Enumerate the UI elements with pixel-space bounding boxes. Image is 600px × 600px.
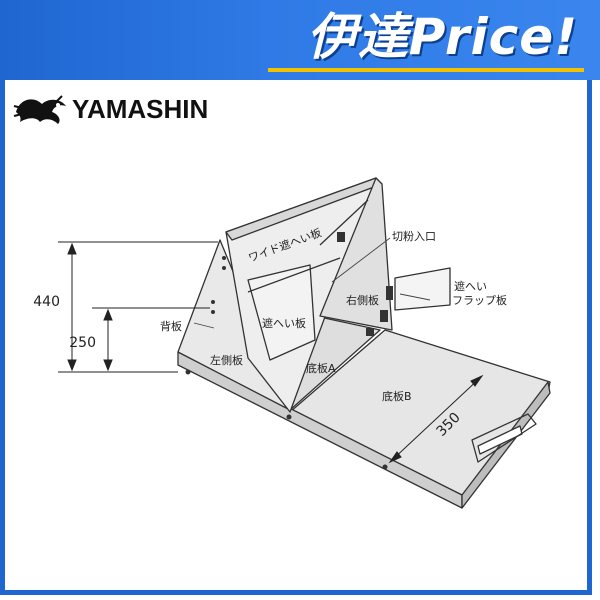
label-cut-inlet: 切粉入口 [392, 230, 436, 243]
inner-board [247, 264, 316, 361]
label-left-side: 左側板 [210, 353, 243, 367]
dim-height-total: 440 [33, 294, 60, 310]
label-back-plate: 背板 [160, 319, 182, 333]
label-bottom-a: 底板A [306, 361, 336, 375]
shield-flap-plate [394, 267, 451, 311]
right-side-plate [319, 177, 393, 331]
banner-title: 伊達Price! [306, 8, 578, 66]
dragon-icon [13, 95, 66, 124]
label-shield-flap-2: フラップ板 [452, 293, 507, 307]
brand-logo-text: YAMASHIN [72, 94, 209, 124]
dim-height-back: 250 [69, 335, 96, 351]
banner-underline [268, 68, 584, 72]
label-shield-flap-1: 遮へい [454, 279, 487, 293]
label-shield-plate: 遮へい板 [262, 316, 306, 330]
header-banner: 伊達Price! [0, 0, 600, 80]
label-right-side: 右側板 [346, 293, 379, 307]
handle-slot [477, 425, 523, 455]
label-bottom-b: 底板B [382, 389, 412, 403]
